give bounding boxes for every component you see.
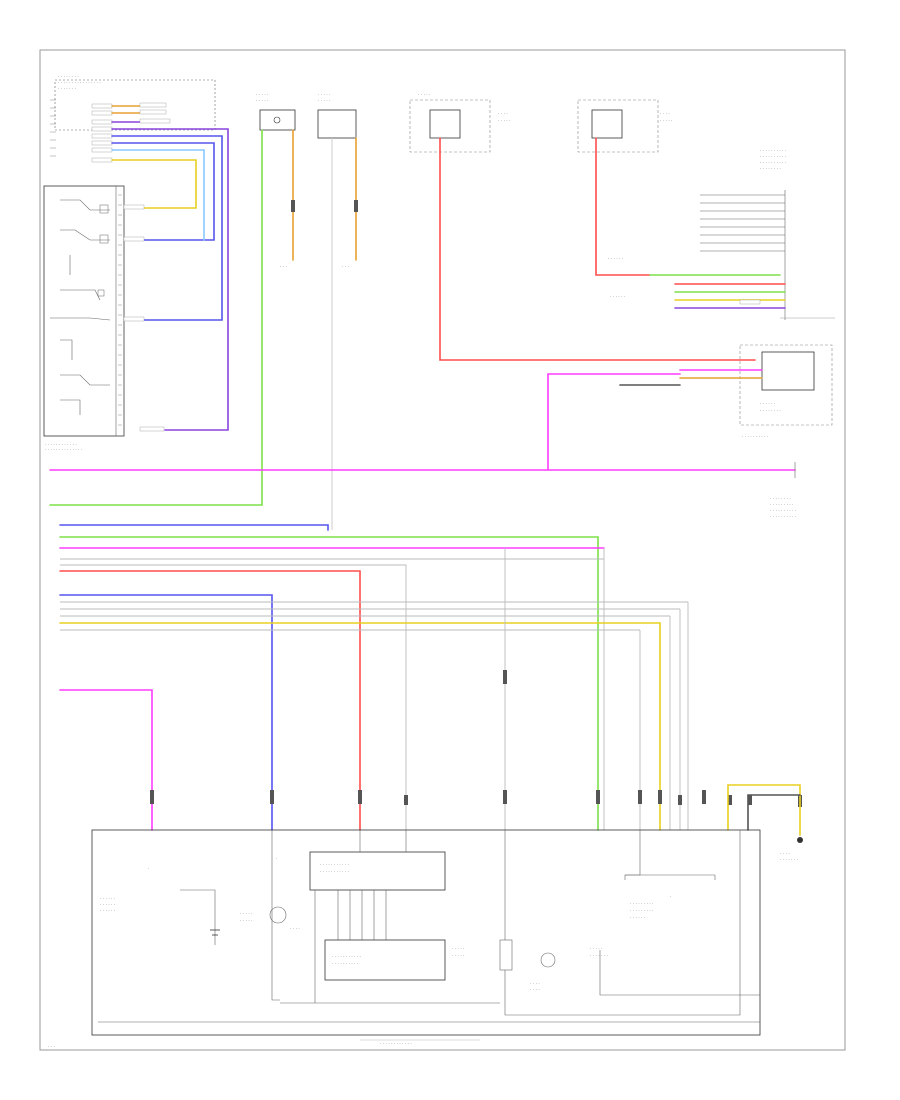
svg-text:· · · · · · · · · ·: · · · · · · · · · · bbox=[760, 160, 786, 165]
svg-text:· · · · ·: · · · · · bbox=[240, 911, 253, 916]
right-module: · · · · · · · · · · · · · · · · · · · · … bbox=[547, 344, 833, 471]
svg-text:· · · · · · · · · ·: · · · · · · · · · · bbox=[770, 508, 796, 513]
svg-text:· · · · · · · · · · · · · · ·: · · · · · · · · · · · · · · · · bbox=[58, 80, 101, 85]
svg-text:· · · · · ·: · · · · · · bbox=[100, 896, 115, 901]
svg-text:·: · bbox=[276, 856, 278, 861]
right-wire-bundle: · · · · · · · · · · · · · · · · · · · · … bbox=[608, 148, 835, 320]
top-connector-left: · · · · · · · · · · · · · bbox=[256, 92, 296, 506]
svg-text:· · · ·: · · · · bbox=[660, 111, 670, 116]
svg-text:· · · · ·: · · · · · bbox=[498, 118, 511, 123]
svg-text:· · · · · · ·: · · · · · · · bbox=[780, 857, 798, 862]
svg-text:· · · · · · · · ·: · · · · · · · · · bbox=[630, 901, 654, 906]
svg-text:· · · · · ·: · · · · · · bbox=[760, 401, 775, 406]
svg-text:· · · · ·: · · · · · bbox=[256, 98, 269, 103]
svg-text:· · · · · · · ·: · · · · · · · · bbox=[760, 166, 781, 171]
svg-text:· · · · · · · · · · · ·: · · · · · · · · · · · · bbox=[45, 442, 77, 447]
svg-text:· · · · · · · · · · ·: · · · · · · · · · · · bbox=[320, 862, 349, 867]
svg-text:·: · bbox=[148, 866, 150, 871]
svg-text:· · · · ·: · · · · · bbox=[590, 946, 603, 951]
svg-text:· · · · · ·: · · · · · · bbox=[630, 915, 645, 920]
svg-text:· · · · ·: · · · · · bbox=[418, 92, 431, 97]
signal-bus bbox=[59, 524, 689, 831]
svg-text:· · · · ·: · · · · · bbox=[660, 118, 673, 123]
svg-text:· · · · · · · · · ·: · · · · · · · · · · bbox=[760, 148, 786, 153]
svg-text:· · · ·: · · · · bbox=[530, 981, 540, 986]
svg-text:· · · · · · ·: · · · · · · · bbox=[590, 953, 608, 958]
svg-text:· · ·: · · · bbox=[342, 264, 349, 269]
svg-text:· · · ·: · · · · bbox=[290, 926, 300, 931]
svg-text:· · · · ·: · · · · · bbox=[240, 918, 253, 923]
svg-text:· · · · · · · ·: · · · · · · · · bbox=[58, 74, 79, 79]
svg-text:· · · ·: · · · · bbox=[530, 987, 540, 992]
footer: · · · · · · · · · · · · · · · bbox=[48, 1039, 480, 1049]
svg-text:· · · · · · · · · ·: · · · · · · · · · · bbox=[332, 961, 358, 966]
svg-text:· · · · · · · · · ·: · · · · · · · · · · bbox=[742, 434, 768, 439]
svg-text:· · · · · · · · · ·: · · · · · · · · · · bbox=[770, 514, 796, 519]
svg-text:· · · · · ·: · · · · · · bbox=[608, 256, 623, 261]
svg-text:· · · · ·: · · · · · bbox=[318, 98, 331, 103]
fuse-block-right: · · · · · · · · · bbox=[577, 99, 781, 276]
svg-text:· · · · ·: · · · · · bbox=[318, 92, 331, 97]
svg-text:· · · · ·: · · · · · bbox=[452, 946, 465, 951]
svg-text:·: · bbox=[670, 894, 672, 899]
svg-text:· · ·: · · · bbox=[280, 264, 287, 269]
right-connector-note: · · · · · · · · · · · · · · · · · · · · … bbox=[770, 462, 796, 519]
svg-text:· · · · · · ·: · · · · · · · bbox=[58, 86, 76, 91]
pin-connectors bbox=[150, 670, 802, 807]
svg-text:· · · · · · · · · ·: · · · · · · · · · · bbox=[760, 154, 786, 159]
svg-text:· · · · · · · · ·: · · · · · · · · · bbox=[770, 502, 794, 507]
svg-text:· · · · · · · · · · · · · ·: · · · · · · · · · · · · · · bbox=[45, 447, 82, 452]
svg-text:· · · · ·: · · · · · bbox=[256, 92, 269, 97]
diagram-frame bbox=[39, 49, 846, 1051]
svg-text:· · · · · · · · · · ·: · · · · · · · · · · · bbox=[332, 954, 361, 959]
svg-text:· · · · · · · ·: · · · · · · · · bbox=[760, 408, 781, 413]
ground-branch: · · · · · · · · · · · bbox=[727, 784, 803, 862]
svg-text:· · · · · ·: · · · · · · bbox=[100, 908, 115, 913]
svg-text:· · · ·: · · · · bbox=[498, 111, 508, 116]
steering-column-switch-area: · · · · · · · · · · · · · · · · · · · · … bbox=[43, 74, 229, 452]
svg-text:· · · · · · · ·: · · · · · · · · bbox=[770, 496, 791, 501]
svg-text:· · · · · · · · · · · ·: · · · · · · · · · · · · bbox=[380, 1041, 412, 1046]
bottom-control-module: · · · · · · · · · · · · · · · · · · · · … bbox=[91, 829, 761, 1036]
svg-text:· · ·: · · · bbox=[48, 1044, 55, 1049]
svg-text:· · · · · · · · · · ·: · · · · · · · · · · · bbox=[320, 869, 349, 874]
svg-text:· · · · · · · · ·: · · · · · · · · · bbox=[630, 908, 654, 913]
top-connector-right: · · · · · · · · · · · · · bbox=[317, 92, 358, 530]
svg-text:· · · ·: · · · · bbox=[780, 851, 790, 856]
svg-text:· · · · · ·: · · · · · · bbox=[610, 294, 625, 299]
svg-text:· · · · · ·: · · · · · · bbox=[100, 902, 115, 907]
svg-text:· · · · ·: · · · · · bbox=[452, 953, 465, 958]
fuse-block-left: · · · · · · · · · · · · · · bbox=[409, 92, 756, 361]
